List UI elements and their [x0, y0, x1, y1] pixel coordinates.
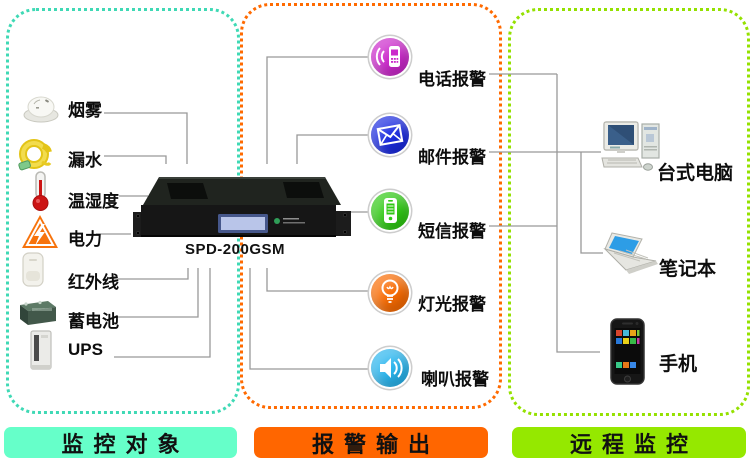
- sms-alarm-icon: [371, 192, 409, 230]
- remote-device-label: 台式电脑: [657, 163, 734, 184]
- thermometer-icon: [32, 171, 49, 211]
- alarm-label: 短信报警: [418, 222, 486, 241]
- email-alarm-icon: [371, 116, 409, 154]
- monitored-objects-footer: 监控对象: [4, 427, 237, 458]
- laptop-icon: [603, 232, 658, 274]
- sensor-label: 红外线: [68, 273, 119, 292]
- desktop-computer-icon: [601, 121, 660, 171]
- remote-monitor-box: [508, 8, 750, 416]
- sensor-label: 温湿度: [68, 192, 119, 211]
- sensor-label: 烟雾: [68, 101, 102, 120]
- ups-tower-icon: [30, 330, 52, 370]
- light-alarm-icon: [371, 274, 409, 312]
- sensor-label: 蓄电池: [68, 312, 119, 331]
- smartphone-icon: [610, 318, 645, 385]
- sensor-label: 电力: [68, 230, 102, 249]
- sensor-label: 漏水: [68, 151, 102, 170]
- device-model-label: SPD-200GSM: [184, 241, 286, 258]
- smoke-detector-icon: [23, 96, 59, 123]
- horn-alarm-icon: [371, 349, 409, 387]
- power-hazard-icon: [22, 215, 58, 248]
- phone-call-alarm-icon: [371, 38, 409, 76]
- sensor-label: UPS: [68, 340, 103, 359]
- infrared-sensor-icon: [22, 252, 44, 287]
- remote-device-label: 手机: [659, 354, 698, 375]
- water-leak-sensor-icon: [18, 139, 52, 171]
- remote-device-label: 笔记本: [659, 259, 717, 280]
- alarm-label: 邮件报警: [418, 148, 486, 167]
- remote-monitor-footer: 远程监控: [512, 427, 746, 458]
- storage-battery-icon: [20, 300, 56, 325]
- alarm-label: 电话报警: [418, 70, 486, 89]
- alarm-label: 灯光报警: [418, 295, 486, 314]
- spd-200gsm-device: [133, 177, 351, 237]
- alarm-label: 喇叭报警: [421, 370, 489, 389]
- alarm-output-footer: 报警输出: [254, 427, 488, 458]
